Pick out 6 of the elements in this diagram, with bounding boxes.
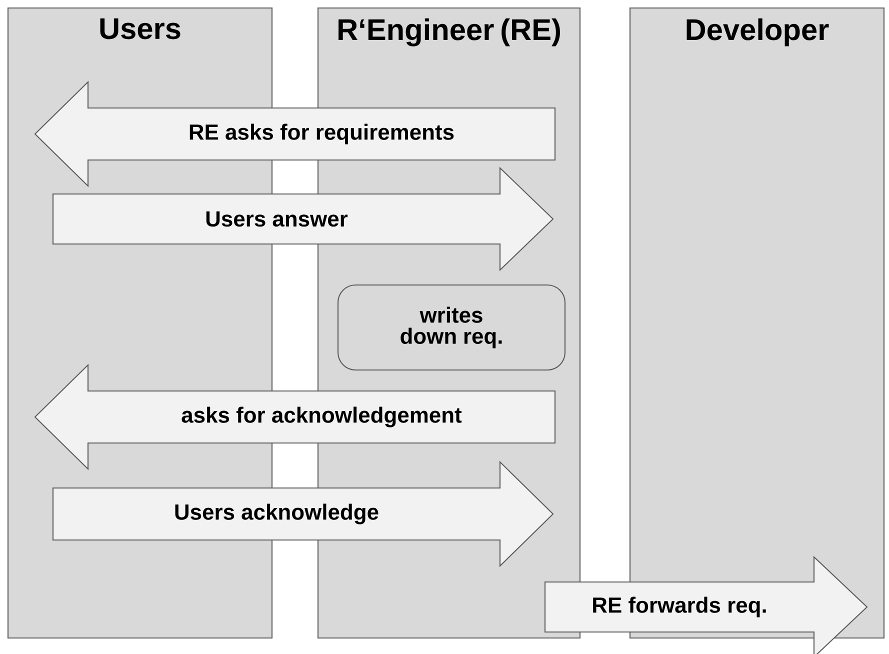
block-arrow — [34, 80, 556, 188]
block-arrow — [544, 556, 868, 654]
process-box: writes down req. — [337, 284, 566, 371]
block-arrow — [34, 364, 556, 470]
block-arrow — [52, 166, 554, 272]
block-arrow — [52, 460, 554, 568]
